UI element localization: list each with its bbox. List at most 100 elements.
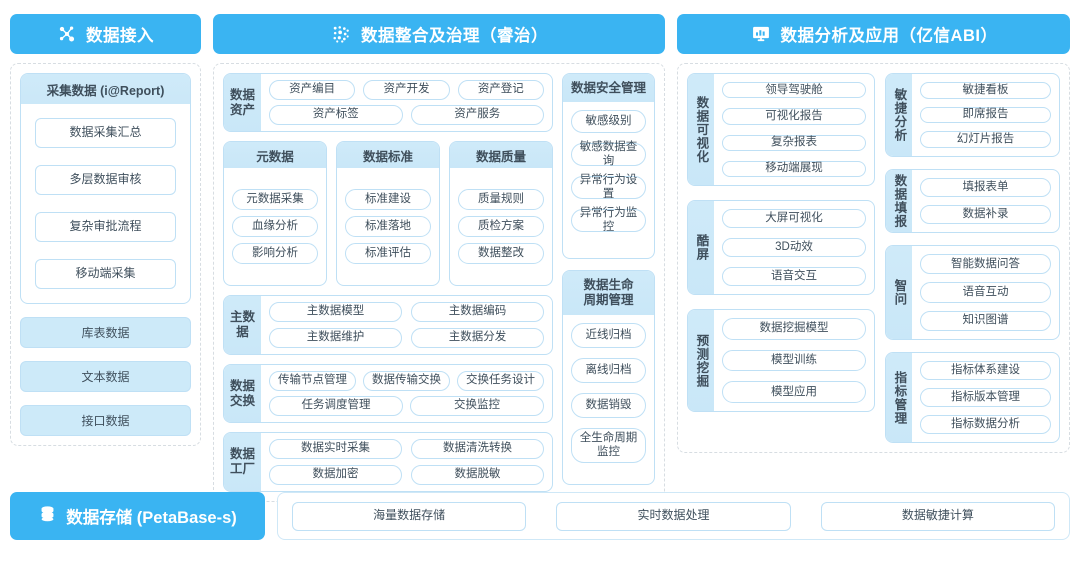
storage-title: 数据存储 (PetaBase-s)	[66, 509, 237, 527]
column-body-data-analysis: 数据可视化 领导驾驶舱 可视化报告 复杂报表 移动端展现 酷屏 大屏可	[677, 63, 1070, 453]
list-item[interactable]: 主数据分发	[411, 328, 544, 348]
list-item[interactable]: 全生命周期 监控	[571, 428, 646, 463]
list-item[interactable]: 实时数据处理	[556, 501, 791, 531]
list-item[interactable]: 知识图谱	[919, 310, 1051, 331]
list-item[interactable]: 移动端展现	[722, 160, 866, 177]
list-item[interactable]: 敏捷看板	[919, 82, 1051, 99]
list-item[interactable]: 资产标签	[269, 105, 403, 125]
list-item[interactable]: 资产登记	[457, 80, 544, 100]
source-block[interactable]: 库表数据	[20, 317, 191, 348]
list-item[interactable]: 影响分析	[232, 243, 318, 264]
collect-data-card: 采集数据 (i@Report) 数据采集汇总 多层数据审核 复杂审批流程 移动端…	[20, 73, 191, 304]
list-item[interactable]: 资产服务	[410, 105, 544, 125]
panel-label: 数据工厂	[224, 433, 261, 491]
list-item[interactable]: 模型应用	[722, 381, 866, 404]
list-item[interactable]: 资产编目	[269, 80, 356, 100]
list-item[interactable]: 传输节点管理	[269, 371, 356, 391]
list-item[interactable]: 任务调度管理	[269, 396, 403, 416]
governance-left: 数据资产 资产编目 资产开发 资产登记 资产标签 资产服务	[223, 73, 553, 492]
list-item[interactable]: 交换监控	[410, 396, 544, 416]
list-item[interactable]: 敏感数据查询	[571, 141, 646, 167]
list-item[interactable]: 数据销毁	[571, 393, 646, 418]
panel-label: 指标管理	[885, 353, 912, 442]
list-item[interactable]: 移动端采集	[35, 259, 176, 289]
column-header-data-analysis[interactable]: 数据分析及应用（亿信ABI）	[677, 14, 1070, 54]
list-item[interactable]: 异常行为监控	[571, 207, 646, 233]
list-item[interactable]: 数据采集汇总	[35, 118, 176, 148]
columns-row: 数据接入 采集数据 (i@Report) 数据采集汇总 多层数据审核 复杂审批流…	[10, 14, 1070, 502]
list-item[interactable]: 智能数据问答	[919, 254, 1051, 275]
card-body: 敏感级别 敏感数据查询 异常行为设置 异常行为监控	[563, 102, 654, 258]
data-dots-icon	[330, 24, 352, 44]
list-item[interactable]: 数据脱敏	[411, 465, 544, 485]
panel-body: 大屏可视化 3D动效 语音交互	[714, 201, 874, 294]
list-item[interactable]: 语音交互	[722, 267, 866, 286]
panel-label: 数据交换	[224, 365, 261, 422]
list-item[interactable]: 离线归档	[571, 358, 646, 383]
list-item[interactable]: 复杂审批流程	[35, 212, 176, 242]
list-item[interactable]: 领导驾驶舱	[722, 82, 866, 99]
card-header: 数据安全管理	[563, 74, 654, 102]
list-item[interactable]: 海量数据存储	[292, 501, 527, 531]
panel-data-asset: 数据资产 资产编目 资产开发 资产登记 资产标签 资产服务	[223, 73, 553, 132]
panel-body: 数据实时采集 数据清洗转换 数据加密 数据脱敏	[261, 433, 552, 491]
list-item[interactable]: 数据清洗转换	[411, 439, 544, 459]
panel-body: 填报表单 数据补录	[912, 170, 1059, 232]
list-item[interactable]: 主数据编码	[411, 302, 544, 322]
card-body: 标准建设 标准落地 标准评估	[337, 168, 439, 285]
source-block[interactable]: 文本数据	[20, 361, 191, 392]
panel-body: 领导驾驶舱 可视化报告 复杂报表 移动端展现	[714, 74, 874, 185]
list-item[interactable]: 数据实时采集	[269, 439, 402, 459]
panel-label: 数据填报	[885, 170, 912, 232]
list-item[interactable]: 指标体系建设	[919, 361, 1051, 380]
panel-smart-ask: 智问 智能数据问答 语音互动 知识图谱	[884, 245, 1060, 340]
list-item[interactable]: 质检方案	[458, 216, 544, 237]
list-item[interactable]: 数据挖掘模型	[722, 318, 866, 340]
list-item[interactable]: 即席报告	[919, 106, 1051, 124]
panel-agile-analysis: 敏捷分析 敏捷看板 即席报告 幻灯片报告	[884, 73, 1060, 157]
panel-row: 数据实时采集 数据清洗转换	[269, 439, 544, 459]
list-item[interactable]: 大屏可视化	[722, 209, 866, 228]
list-item[interactable]: 指标版本管理	[919, 388, 1051, 407]
list-item[interactable]: 近线归档	[571, 323, 646, 348]
list-item[interactable]: 血缘分析	[232, 216, 318, 237]
list-item[interactable]: 数据传输交换	[363, 371, 450, 391]
list-item[interactable]: 填报表单	[919, 178, 1051, 197]
panel-data-exchange: 数据交换 传输节点管理 数据传输交换 交换任务设计 任务调度管理 交换监控	[223, 364, 553, 423]
column-header-data-ingest[interactable]: 数据接入	[10, 14, 201, 54]
list-item[interactable]: 主数据维护	[269, 328, 402, 348]
list-item[interactable]: 模型训练	[722, 349, 866, 372]
collect-data-card-body: 数据采集汇总 多层数据审核 复杂审批流程 移动端采集	[21, 104, 190, 303]
list-item[interactable]: 数据整改	[458, 243, 544, 264]
list-item[interactable]: 幻灯片报告	[919, 131, 1051, 149]
list-item[interactable]: 主数据模型	[269, 302, 402, 322]
panel-data-visualization: 数据可视化 领导驾驶舱 可视化报告 复杂报表 移动端展现	[687, 73, 875, 186]
list-item[interactable]: 数据加密	[269, 465, 402, 485]
list-item[interactable]: 数据补录	[919, 205, 1051, 224]
list-item[interactable]: 指标数据分析	[919, 415, 1051, 434]
card-data-lifecycle: 数据生命 周期管理 近线归档 离线归档 数据销毁 全生命周期 监控	[562, 270, 655, 485]
storage-header[interactable]: 数据存储 (PetaBase-s)	[10, 492, 265, 540]
card-header: 数据标准	[337, 142, 439, 168]
list-item[interactable]: 元数据采集	[232, 189, 318, 210]
list-item[interactable]: 3D动效	[722, 238, 866, 257]
list-item[interactable]: 复杂报表	[722, 134, 866, 151]
list-item[interactable]: 敏感级别	[571, 110, 646, 133]
list-item[interactable]: 数据敏捷计算	[820, 501, 1055, 531]
list-item[interactable]: 异常行为设置	[571, 174, 646, 200]
list-item[interactable]: 质量规则	[458, 189, 544, 210]
list-item[interactable]: 标准评估	[345, 243, 431, 264]
source-block[interactable]: 接口数据	[20, 405, 191, 436]
list-item[interactable]: 标准落地	[345, 216, 431, 237]
list-item[interactable]: 语音互动	[919, 282, 1051, 303]
panel-label: 酷屏	[688, 201, 714, 294]
list-item[interactable]: 标准建设	[345, 189, 431, 210]
column-header-data-governance[interactable]: 数据整合及治理（睿治）	[213, 14, 665, 54]
panel-body: 智能数据问答 语音互动 知识图谱	[912, 246, 1059, 339]
panel-label: 数据资产	[224, 74, 261, 131]
list-item[interactable]: 交换任务设计	[457, 371, 544, 391]
list-item[interactable]: 可视化报告	[722, 108, 866, 125]
list-item[interactable]: 资产开发	[363, 80, 450, 100]
list-item[interactable]: 多层数据审核	[35, 165, 176, 195]
